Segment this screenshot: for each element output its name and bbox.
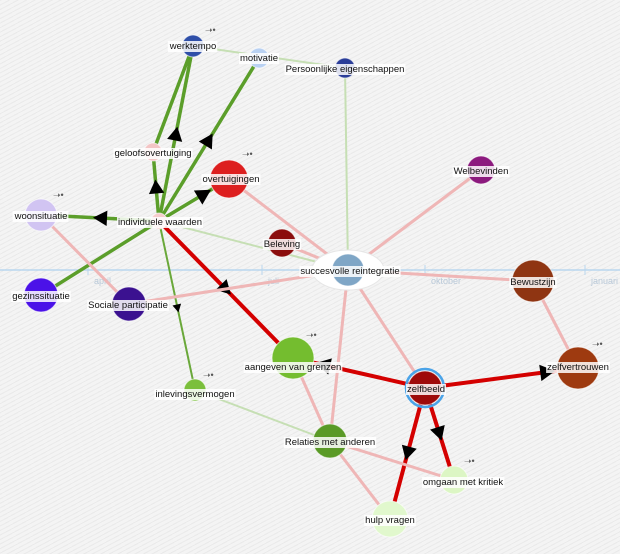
node-label: geloofsovertuiging xyxy=(114,148,191,159)
node-werktempo[interactable]: werktempo ➝• xyxy=(167,25,218,58)
node-sociale[interactable]: Sociale participatie xyxy=(87,286,169,322)
node-zelfbeeld[interactable]: zelfbeeld xyxy=(404,367,447,409)
pointer-icon[interactable]: ➝• xyxy=(53,190,64,200)
node-relaties[interactable]: Relaties met anderen xyxy=(283,423,377,459)
node-label-bg xyxy=(167,41,218,52)
pointer-icon[interactable]: ➝• xyxy=(306,330,317,340)
node-label-bg xyxy=(405,384,447,395)
node-label-bg xyxy=(421,477,505,488)
node-label-bg xyxy=(284,64,406,75)
edge-persoonlijke-succesvolle[interactable] xyxy=(344,67,349,271)
node-label-bg xyxy=(117,217,203,228)
edge-arrowhead xyxy=(148,179,165,195)
edge-geloofsovertuiging-werktempo[interactable] xyxy=(151,44,195,154)
node-label-bg xyxy=(11,291,71,302)
node-overtuigingen[interactable]: overtuigingen ➝• xyxy=(201,149,261,199)
node-individuele[interactable]: individuele waarden xyxy=(117,212,203,230)
node-label-bg xyxy=(113,148,193,159)
pointer-icon[interactable]: ➝• xyxy=(242,149,253,159)
node-label: Persoonlijke eigenschappen xyxy=(286,64,405,75)
edge-individuele-gezinssituatie[interactable] xyxy=(39,219,161,297)
node-hulp[interactable]: hulp vragen xyxy=(364,500,416,538)
node-label: motivatie xyxy=(240,53,278,64)
node-beleving[interactable]: Beleving xyxy=(262,228,302,258)
node-label-bg xyxy=(546,362,610,373)
node-omgaan[interactable]: omgaan met kritiek ➝• xyxy=(421,456,505,495)
edge-arrowhead xyxy=(193,189,211,205)
node-label-bg xyxy=(509,277,557,288)
edge-arrowhead xyxy=(172,303,182,313)
node-label: gezinssituatie xyxy=(12,291,70,302)
edge-arrowhead xyxy=(167,126,183,142)
node-label: Beleving xyxy=(264,239,300,250)
edge-arrowhead xyxy=(93,210,108,227)
node-label: Relaties met anderen xyxy=(285,437,375,448)
timeline-label: januari xyxy=(590,276,618,286)
edge-relaties-succesvolle[interactable] xyxy=(328,268,350,443)
pointer-icon[interactable]: ➝• xyxy=(592,339,603,349)
node-label-bg xyxy=(201,174,261,185)
edge-zelfbeeld-succesvolle[interactable] xyxy=(346,268,427,390)
edge-arrowhead xyxy=(198,133,213,150)
edges xyxy=(39,44,580,521)
edge-arrowhead xyxy=(430,425,445,441)
pointer-icon[interactable]: ➝• xyxy=(464,456,475,466)
node-succesvolle[interactable]: succesvolle reintegratie xyxy=(299,249,401,291)
node-inlevingsvermogen[interactable]: inlevingsvermogen ➝• xyxy=(154,370,236,402)
edge-woonsituatie-sociale[interactable] xyxy=(39,213,131,306)
node-label-bg xyxy=(243,362,343,373)
node-zelfvertrouwen[interactable]: zelfvertrouwen ➝• xyxy=(546,339,610,390)
node-welbevinden[interactable]: Welbevinden xyxy=(452,155,510,185)
timeline-label: oktober xyxy=(431,276,461,286)
node-label: aangeven van grenzen xyxy=(245,362,342,373)
node-label-bg xyxy=(262,239,302,250)
node-label-bg xyxy=(364,515,416,526)
node-label-bg xyxy=(12,211,69,222)
timeline-label: april xyxy=(94,276,111,286)
node-woonsituatie[interactable]: woonsituatie ➝• xyxy=(12,190,69,232)
node-label-bg xyxy=(452,166,510,177)
node-label: woonsituatie xyxy=(14,211,68,222)
node-label-bg xyxy=(154,389,236,400)
node-label: inlevingsvermogen xyxy=(155,389,234,400)
node-label: omgaan met kritiek xyxy=(423,477,504,488)
node-aangeven[interactable]: aangeven van grenzen ➝• xyxy=(243,330,343,380)
node-label-bg xyxy=(238,53,280,64)
node-label: Bewustzijn xyxy=(510,277,555,288)
node-motivatie[interactable]: motivatie xyxy=(238,47,280,69)
node-geloofsovertuiging[interactable]: geloofsovertuiging xyxy=(113,142,193,162)
node-label: hulp vragen xyxy=(365,515,415,526)
edge-welbevinden-succesvolle[interactable] xyxy=(346,168,483,272)
node-label-bg xyxy=(299,266,401,277)
node-label: succesvolle reintegratie xyxy=(300,266,399,277)
node-gezinssituatie[interactable]: gezinssituatie xyxy=(11,277,71,313)
node-label: individuele waarden xyxy=(118,217,202,228)
node-label-bg xyxy=(87,300,169,311)
node-label: Sociale participatie xyxy=(88,300,168,311)
pointer-icon[interactable]: ➝• xyxy=(203,370,214,380)
pointer-icon[interactable]: ➝• xyxy=(205,25,216,35)
node-label: zelfvertrouwen xyxy=(547,362,609,373)
node-label: werktempo xyxy=(169,41,216,52)
node-label-bg xyxy=(283,437,377,448)
node-bewustzijn[interactable]: Bewustzijn xyxy=(509,259,557,303)
node-label: overtuigingen xyxy=(202,174,259,185)
node-label: Welbevinden xyxy=(454,166,509,177)
edge-arrowhead xyxy=(401,444,417,461)
node-label: zelfbeeld xyxy=(407,384,445,395)
node-persoonlijke[interactable]: Persoonlijke eigenschappen xyxy=(284,57,406,79)
